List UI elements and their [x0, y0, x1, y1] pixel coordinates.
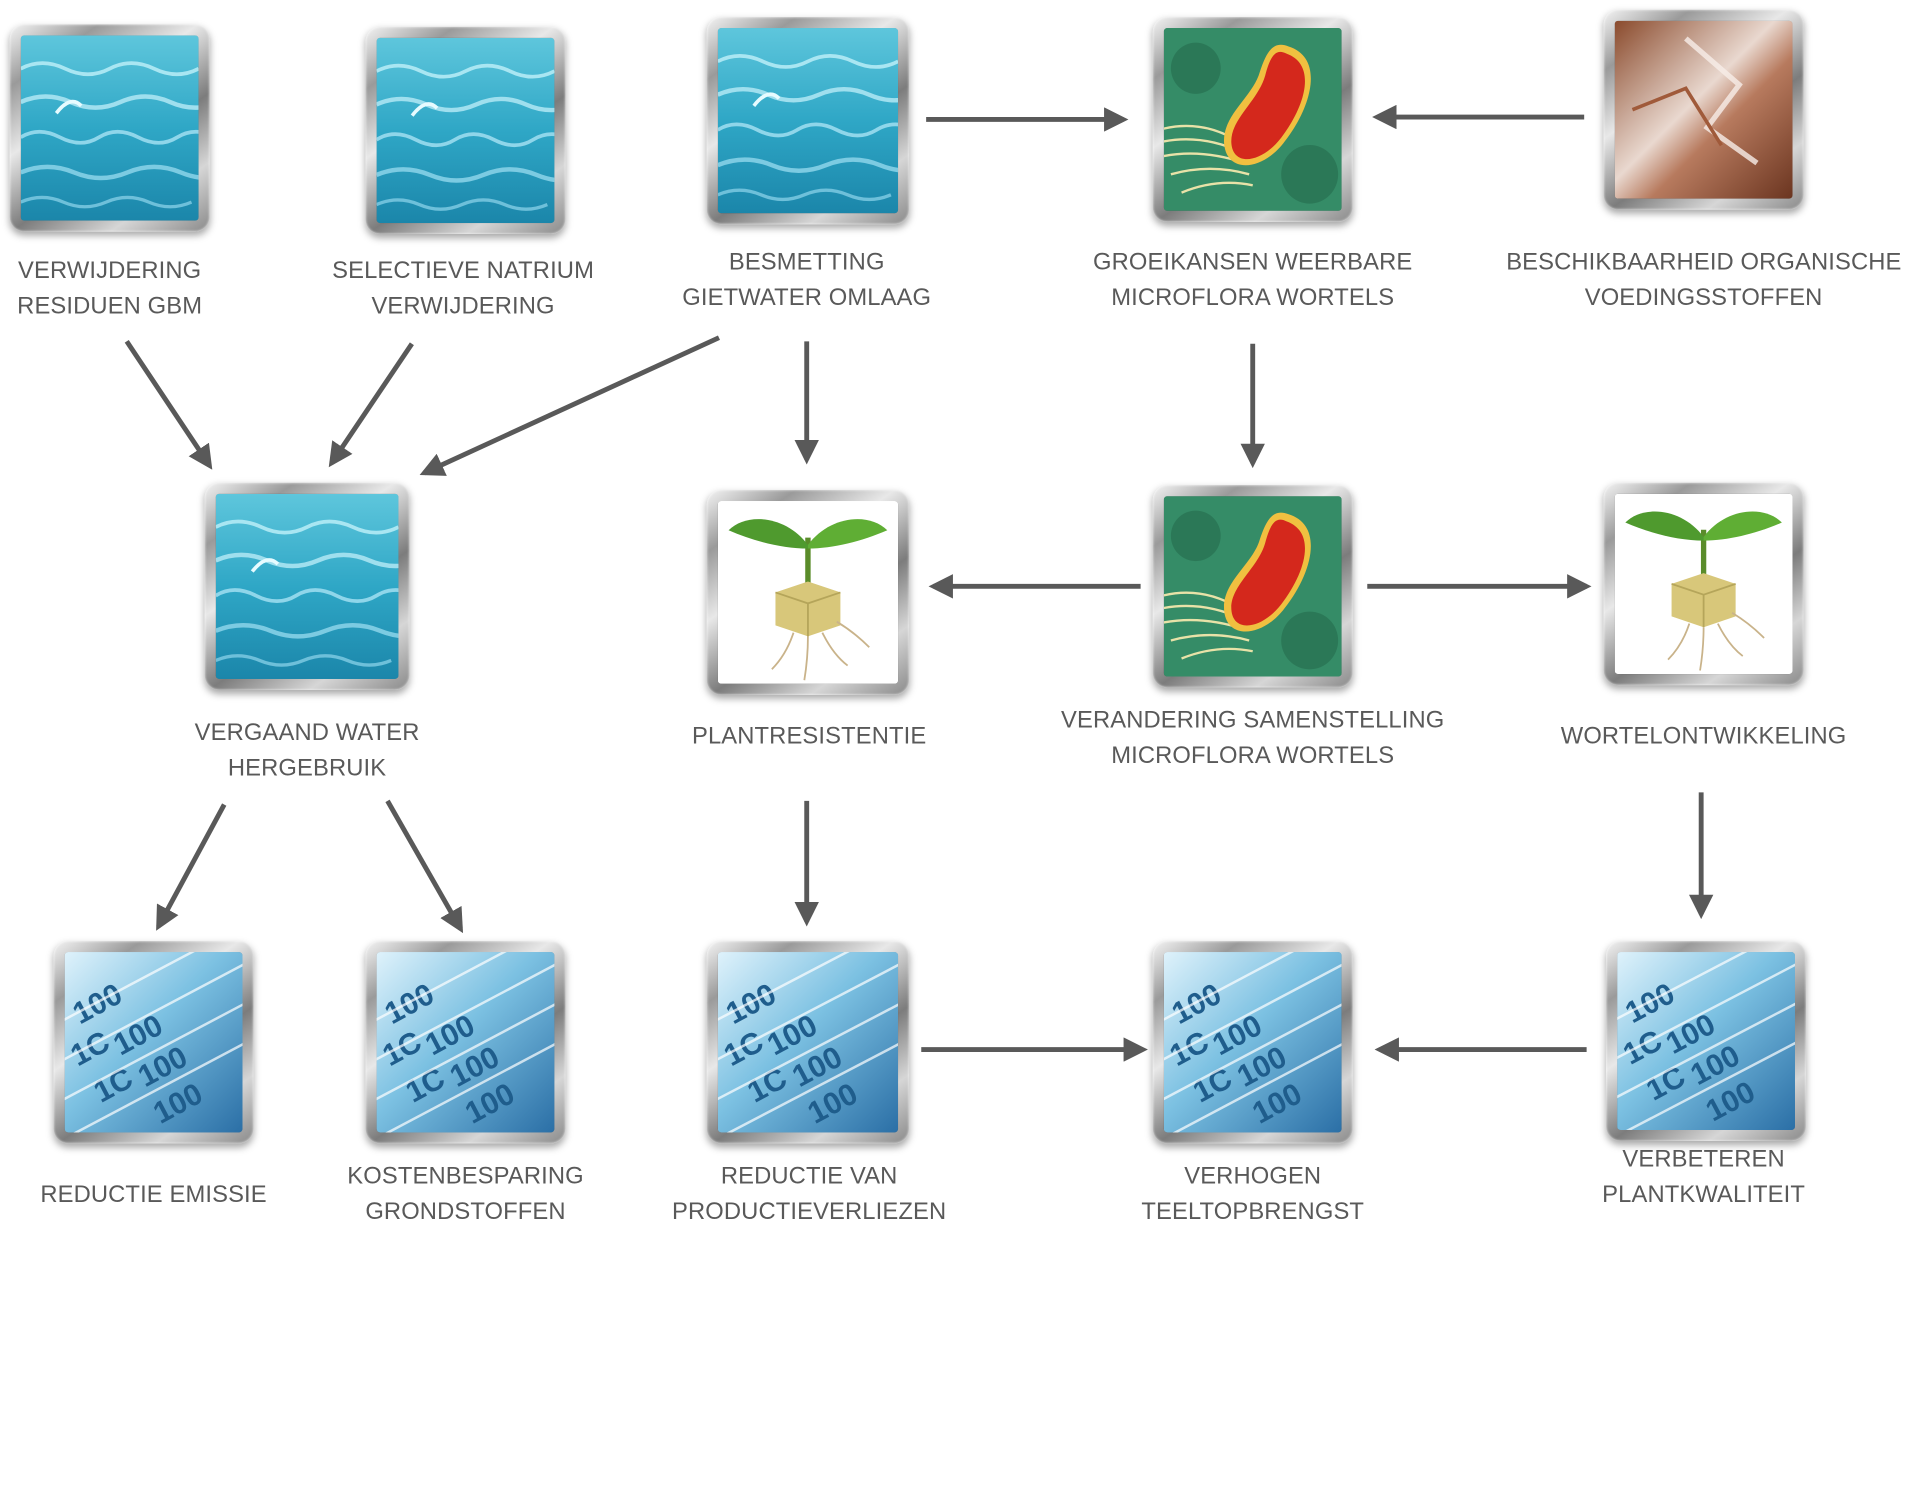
bacterium-icon: [1164, 496, 1342, 676]
groeikansen-microflora-tile: [1152, 17, 1353, 222]
beschikbaarheid-voeding-tile: [1603, 9, 1804, 210]
water-icon: [21, 35, 199, 220]
selectieve-natrium-tile: [365, 26, 566, 235]
plant-icon: [718, 501, 898, 684]
water-icon: [377, 38, 555, 223]
kostenbesparing-label: KOSTENBESPARING GRONDSTOFFEN: [347, 1162, 584, 1226]
organic-nutrients-icon: [1615, 21, 1793, 199]
besmetting-gietwater-tile: [706, 17, 910, 225]
groeikansen-microflora-label: GROEIKANSEN WEERBARE MICROFLORA WORTELS: [1093, 248, 1413, 311]
reductie-productieverliezen-label: REDUCTIE VAN PRODUCTIEVERLIEZEN: [672, 1162, 947, 1226]
arrow-vergaand-water-to-kostenbesparing: [385, 799, 464, 934]
plantresistentie-label: PLANTRESISTENTIE: [691, 722, 927, 750]
arrow-besmetting-to-vergaand-water: [419, 335, 720, 476]
reductie-emissie-label: REDUCTIE EMISSIE: [40, 1181, 267, 1209]
kostenbesparing-tile: [365, 941, 566, 1144]
vergaand-water-label: VERGAAND WATER HERGEBRUIK: [194, 719, 420, 782]
water-icon: [718, 28, 898, 213]
reductie-productieverliezen-tile: [706, 941, 910, 1144]
wortelontwikkeling-label: WORTELONTWIKKELING: [1560, 722, 1847, 750]
arrow-residuen-to-vergaand-water: [124, 339, 213, 470]
beschikbaarheid-voeding-label: BESCHIKBAARHEID ORGANISCHE VOEDINGSSTOFF…: [1506, 248, 1902, 311]
money-icon: [377, 952, 555, 1132]
water-icon: [216, 494, 399, 679]
bacterium-icon: [1164, 28, 1342, 211]
verwijdering-residuen-tile: [9, 24, 210, 232]
verandering-microflora-label: VERANDERING SAMENSTELLING MICROFLORA WOR…: [1061, 707, 1445, 770]
besmetting-gietwater-label: BESMETTING GIETWATER OMLAAG: [682, 248, 932, 311]
verhogen-teeltopbrengst-label: VERHOGEN TEELTOPBRENGST: [1141, 1162, 1365, 1226]
arrow-natrium-to-vergaand-water: [328, 342, 414, 468]
vergaand-water-tile: [204, 482, 410, 690]
verbeteren-plantkwaliteit-label: VERBETEREN PLANTKWALITEIT: [1602, 1145, 1806, 1209]
selectieve-natrium-label: SELECTIEVE NATRIUM VERWIJDERING: [332, 257, 595, 320]
money-icon: [1164, 952, 1342, 1132]
wortelontwikkeling-tile: [1603, 482, 1804, 686]
arrows-layer: [124, 104, 1714, 1062]
reductie-emissie-tile: [53, 941, 254, 1144]
verwijdering-residuen-label: VERWIJDERING RESIDUEN GBM: [17, 257, 203, 320]
verhogen-teeltopbrengst-tile: [1152, 941, 1353, 1144]
plantresistentie-tile: [706, 490, 910, 695]
money-icon: [718, 952, 898, 1132]
verbeteren-plantkwaliteit-tile: [1606, 941, 1806, 1141]
verandering-microflora-tile: [1152, 485, 1353, 688]
arrow-vergaand-water-to-reductie-emissie: [156, 803, 227, 931]
plant-icon: [1615, 494, 1793, 674]
money-icon: [1617, 952, 1795, 1130]
money-icon: [65, 952, 243, 1132]
